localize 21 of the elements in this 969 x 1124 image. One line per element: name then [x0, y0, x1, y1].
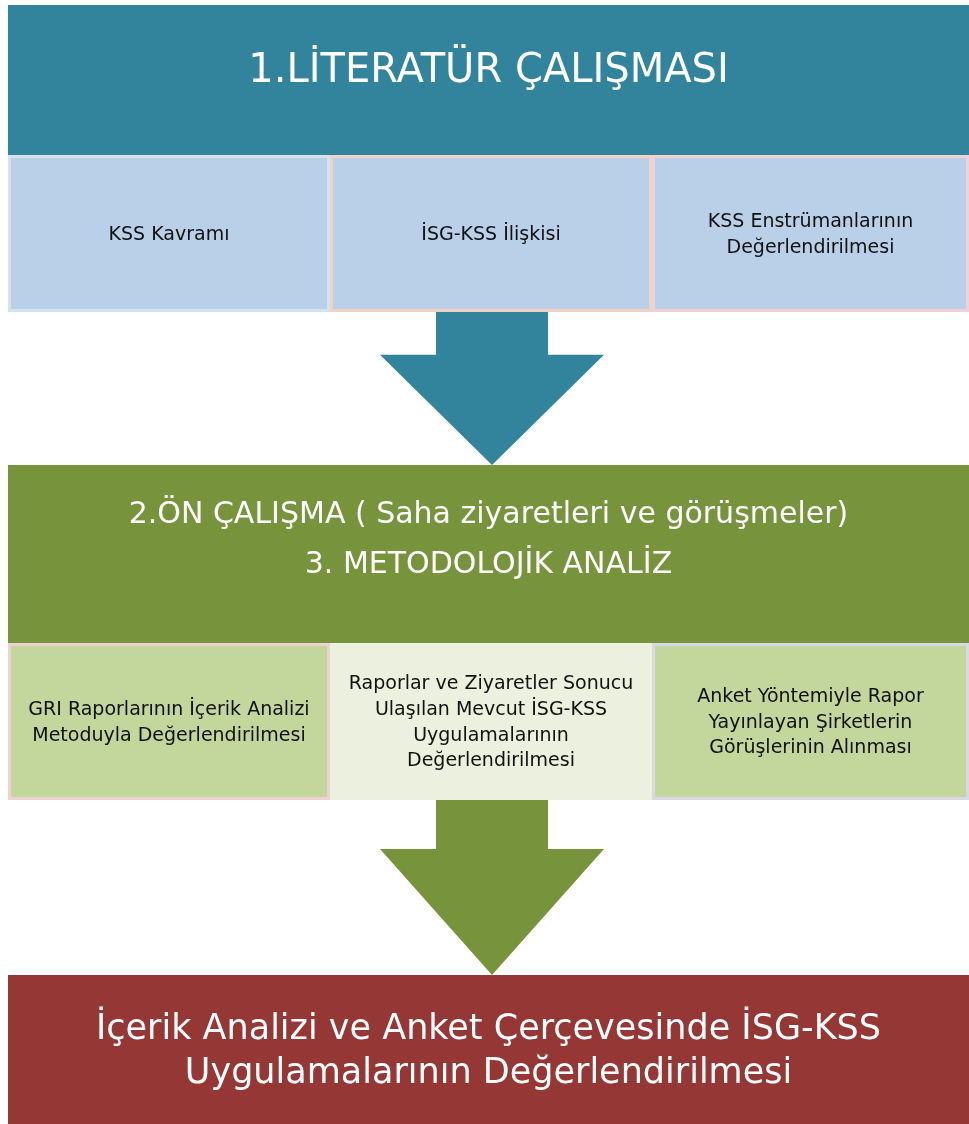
result-band — [8, 975, 969, 1124]
stage-heading: 1.LİTERATÜR ÇALIŞMASI — [247, 45, 730, 91]
topic-box — [652, 155, 969, 312]
stage-heading: 2.ÖN ÇALIŞMA ( Saha ziyaretleri ve görüşmeler) — [127, 495, 850, 530]
method-box — [8, 643, 330, 800]
box-text: Anket Yöntemiyle Rapor Yayınlayan Şirketlerin Görüşlerinin Alınması — [696, 683, 925, 760]
method-box — [652, 643, 969, 800]
block-arrow — [380, 800, 604, 975]
box-text: KSS Enstrümanlarının Değerlendirilmesi — [706, 207, 915, 259]
block-arrow — [380, 312, 604, 465]
box-text: KSS Kavramı — [108, 220, 230, 246]
result-heading: İçerik Analizi ve Anket Çerçevesinde İSG-KSS Uygulamalarının Değerlendirilmesi — [94, 1005, 883, 1093]
topic-box — [330, 155, 652, 312]
topic-box — [8, 155, 330, 312]
box-text: GRI Raporlarının İçerik Analizi Metoduyla Değerlendirilmesi — [27, 695, 311, 747]
stage-heading: 3. METODOLOJİK ANALİZ — [303, 545, 674, 580]
stage-band — [8, 5, 969, 312]
method-box — [330, 643, 652, 800]
box-text: Raporlar ve Ziyaretler Sonucu Ulaşılan Mevcut İSG-KSS Uygulamalarının Değerlendirilmesi — [347, 670, 635, 773]
box-text: İSG-KSS İlişkisi — [421, 220, 561, 246]
stage-band — [8, 465, 969, 800]
